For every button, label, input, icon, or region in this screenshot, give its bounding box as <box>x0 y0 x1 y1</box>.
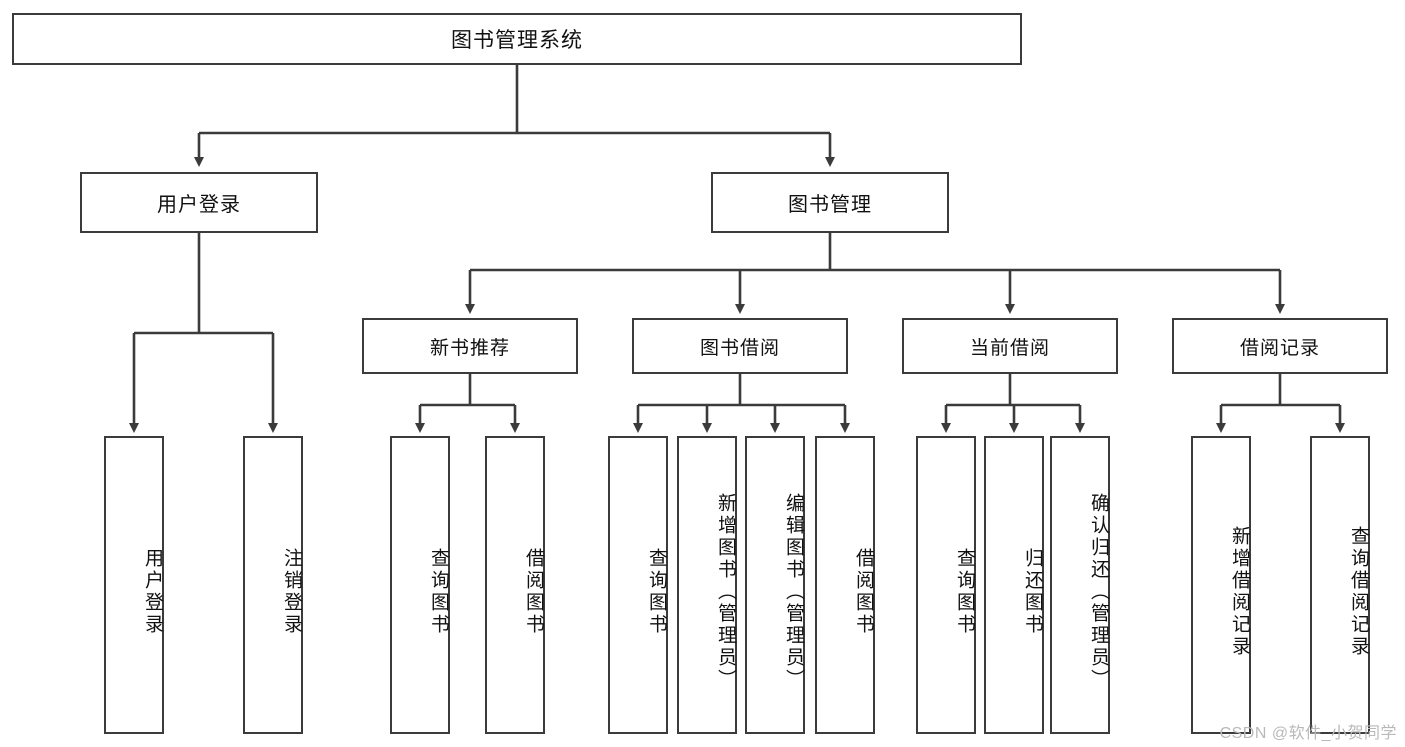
leaf-label: 用户登录 <box>142 548 163 636</box>
leaf-label: 新增图书（管理员） <box>715 493 736 691</box>
node-book-borrow[interactable]: 图书借阅 <box>632 318 848 374</box>
leaf-label: 编辑图书（管理员） <box>783 493 804 691</box>
node-user-login[interactable]: 用户登录 <box>80 172 318 233</box>
node-leaf-query-book-3[interactable]: 查询图书 <box>916 436 976 734</box>
leaf-label: 查询借阅记录 <box>1348 526 1369 658</box>
leaf-label: 归还图书 <box>1022 548 1043 636</box>
node-leaf-user-login[interactable]: 用户登录 <box>104 436 164 734</box>
node-leaf-add-book[interactable]: 新增图书（管理员） <box>677 436 737 734</box>
leaf-label: 借阅图书 <box>523 548 544 636</box>
leaf-label: 查询图书 <box>428 548 449 636</box>
node-leaf-edit-book[interactable]: 编辑图书（管理员） <box>745 436 805 734</box>
leaf-label: 确认归还（管理员） <box>1088 493 1109 691</box>
leaf-label: 注销登录 <box>281 548 302 636</box>
leaf-label: 借阅图书 <box>853 548 874 636</box>
node-current-borrow[interactable]: 当前借阅 <box>902 318 1118 374</box>
csdn-watermark: CSDN @软件_小贺同学 <box>1219 725 1397 742</box>
node-leaf-logout[interactable]: 注销登录 <box>243 436 303 734</box>
node-leaf-confirm-return[interactable]: 确认归还（管理员） <box>1050 436 1110 734</box>
node-new-book-recommend[interactable]: 新书推荐 <box>362 318 578 374</box>
node-borrow-record[interactable]: 借阅记录 <box>1172 318 1388 374</box>
node-leaf-borrow-book-2[interactable]: 借阅图书 <box>815 436 875 734</box>
leaf-label: 新增借阅记录 <box>1229 526 1250 658</box>
node-leaf-query-book-1[interactable]: 查询图书 <box>390 436 450 734</box>
node-book-manage[interactable]: 图书管理 <box>711 172 949 233</box>
node-leaf-add-record[interactable]: 新增借阅记录 <box>1191 436 1251 734</box>
leaf-label: 查询图书 <box>954 548 975 636</box>
node-leaf-query-record[interactable]: 查询借阅记录 <box>1310 436 1370 734</box>
node-leaf-return-book[interactable]: 归还图书 <box>984 436 1044 734</box>
leaf-label: 查询图书 <box>646 548 667 636</box>
node-leaf-query-book-2[interactable]: 查询图书 <box>608 436 668 734</box>
node-leaf-borrow-book-1[interactable]: 借阅图书 <box>485 436 545 734</box>
node-root-system[interactable]: 图书管理系统 <box>12 13 1022 65</box>
